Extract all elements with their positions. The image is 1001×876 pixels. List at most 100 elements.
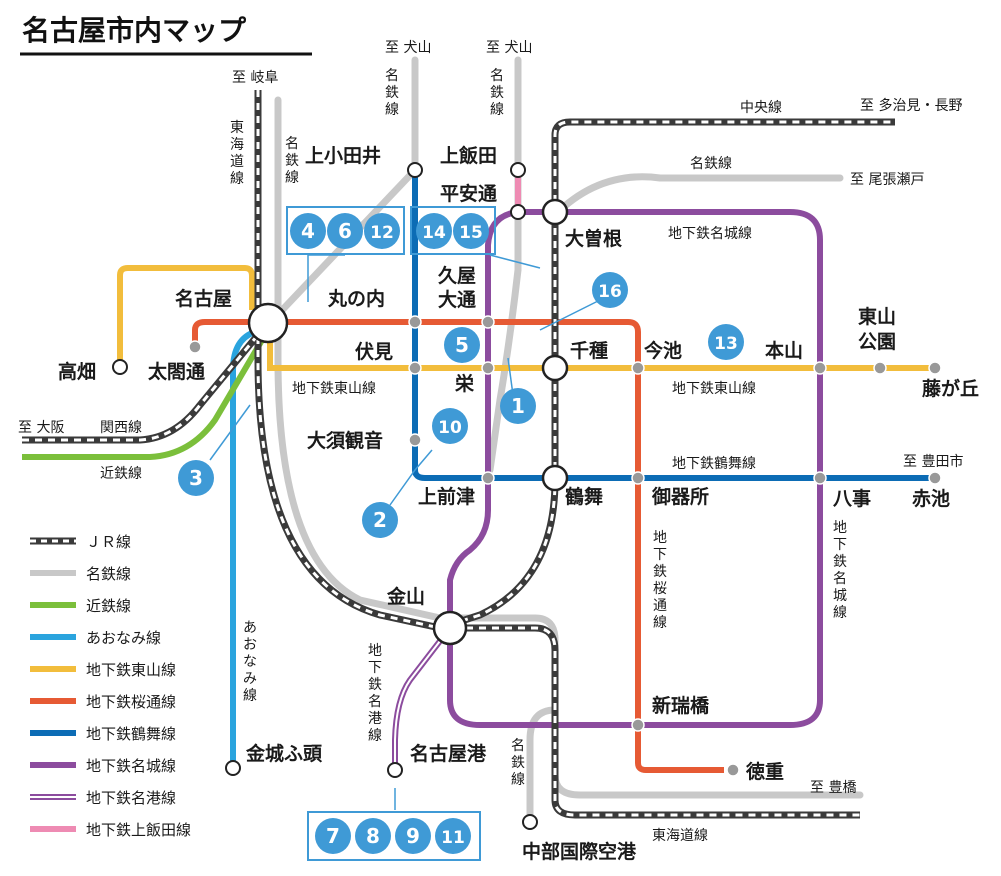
higashiyama-line [117,265,935,371]
badge-14[interactable]: 14 [416,213,452,249]
badge-7[interactable]: 7 [315,818,351,854]
svg-text:12: 12 [370,223,394,243]
station-kanayama: 金山 [386,585,425,608]
vertical-label-char: 名 [511,738,525,754]
station-taikodori: 太閤通 [148,360,206,383]
vertical-label-char: 下 [833,537,847,553]
badge-13[interactable]: 13 [708,324,744,360]
legend-item: 名鉄線 [30,565,131,583]
legend-label: あおなみ線 [86,629,161,647]
badge-11[interactable]: 11 [435,818,471,854]
svg-text:関西線: 関西線 [100,420,142,436]
badge-3[interactable]: 3 [178,460,214,496]
legend-item: 地下鉄名城線 [30,757,176,775]
legend-item: 地下鉄上飯田線 [30,821,191,839]
badge-1[interactable]: 1 [500,388,536,424]
station-higashiyamakoen-1: 東山 [858,305,896,328]
vertical-label-char: 東 [230,120,244,136]
map-title: 名古屋市内マップ [22,14,247,47]
vertical-label-char: 線 [385,102,399,118]
station-ozone: 大曽根 [565,227,622,250]
vertical-label-char: 線 [511,772,525,788]
svg-text:14: 14 [422,223,446,243]
destination-labels: 至 岐阜 至 犬山 至 犬山 至 多治見・長野 至 尾張瀬戸 至 大阪 至 豊田… [18,40,963,796]
badge-10[interactable]: 10 [432,408,468,444]
vertical-label-char: 線 [285,170,299,186]
svg-text:至 豊橋: 至 豊橋 [810,780,856,796]
svg-text:至 尾張瀬戸: 至 尾張瀬戸 [850,172,924,188]
vertical-label-char: 地 [833,520,847,536]
badge-leaders [209,254,601,810]
vertical-label-char: 名 [385,68,399,84]
vertical-label-char: 線 [243,688,257,704]
terminal-stations [112,162,538,830]
station-akaike: 赤池 [912,487,950,510]
legend-label: 地下鉄名城線 [86,757,176,775]
vertical-label-char: 城 [833,588,847,604]
vertical-label-char: あ [243,620,257,636]
svg-text:至 犬山: 至 犬山 [385,40,431,56]
legend-item: 地下鉄鶴舞線 [30,725,176,743]
badge-9[interactable]: 9 [395,818,431,854]
route-badges: 4 6 12 14 15 16 5 13 1 10 2 3 7 8 9 11 [178,213,744,854]
badge-5[interactable]: 5 [444,327,480,363]
svg-text:1: 1 [511,394,525,418]
badge-2[interactable]: 2 [362,502,398,538]
svg-text:5: 5 [455,333,469,357]
station-hisaya-1: 久屋 [438,264,476,287]
station-dots [188,315,942,777]
vertical-label-char: 名 [368,694,382,710]
legend-item: ＪＲ線 [30,533,131,551]
station-labels: 名古屋 高畑 太閤通 上小田井 上飯田 平安通 大曽根 丸の内 久屋 大通 伏見… [58,144,979,863]
badge-8[interactable]: 8 [355,818,391,854]
svg-text:4: 4 [301,219,315,243]
badge-15[interactable]: 15 [453,213,489,249]
badge-12[interactable]: 12 [364,213,400,249]
svg-text:2: 2 [373,508,387,532]
legend-label: 地下鉄桜通線 [86,693,176,711]
svg-text:至 犬山: 至 犬山 [486,40,532,56]
legend-label: 地下鉄鶴舞線 [86,725,176,743]
vertical-label-char: 下 [368,660,382,676]
vertical-label-char: 線 [653,615,667,631]
svg-text:地下鉄東山線: 地下鉄東山線 [672,381,756,397]
badge-4[interactable]: 4 [290,213,326,249]
legend-item: 地下鉄桜通線 [30,693,176,711]
station-kamiotai: 上小田井 [305,145,381,167]
legend-label: ＪＲ線 [86,533,131,551]
legend-item: 地下鉄東山線 [30,661,176,679]
svg-text:11: 11 [441,828,465,848]
kintetsu-line [22,328,271,460]
vertical-label-char: 名 [833,571,847,587]
legend-label: 地下鉄上飯田線 [86,821,191,839]
svg-text:至 大阪: 至 大阪 [18,420,64,436]
station-kamiiida: 上飯田 [440,144,497,167]
svg-text:3: 3 [189,466,203,490]
svg-text:中央線: 中央線 [740,100,782,116]
vertical-label-char: 桜 [653,581,667,597]
svg-text:6: 6 [338,219,352,243]
vertical-label-char: お [243,637,257,653]
station-hisaya-2: 大通 [438,288,477,311]
svg-text:至 豊田市: 至 豊田市 [903,453,963,470]
badge-6[interactable]: 6 [327,213,363,249]
svg-text:名鉄線: 名鉄線 [690,156,732,172]
vertical-label-char: 通 [653,598,667,614]
vertical-label-char: 海 [230,137,244,153]
sakuradori-line [192,319,724,773]
badge-16[interactable]: 16 [592,272,628,308]
jr-lines [22,90,895,819]
station-imaike: 今池 [643,339,682,362]
legend-item: 地下鉄名港線 [30,789,176,807]
station-heiando: 平安通 [440,182,498,205]
station-aratamabashi: 新瑞橋 [652,694,710,717]
station-kinjofuto: 金城ふ頭 [245,742,323,765]
vertical-label-char: 線 [833,605,847,621]
svg-text:16: 16 [598,282,622,302]
station-marunouchi: 丸の内 [327,287,385,310]
vertical-label-char: 下 [653,547,667,563]
station-nagoya: 名古屋 [175,287,232,310]
badge-boxes [286,206,496,861]
station-fushimi: 伏見 [355,340,393,363]
